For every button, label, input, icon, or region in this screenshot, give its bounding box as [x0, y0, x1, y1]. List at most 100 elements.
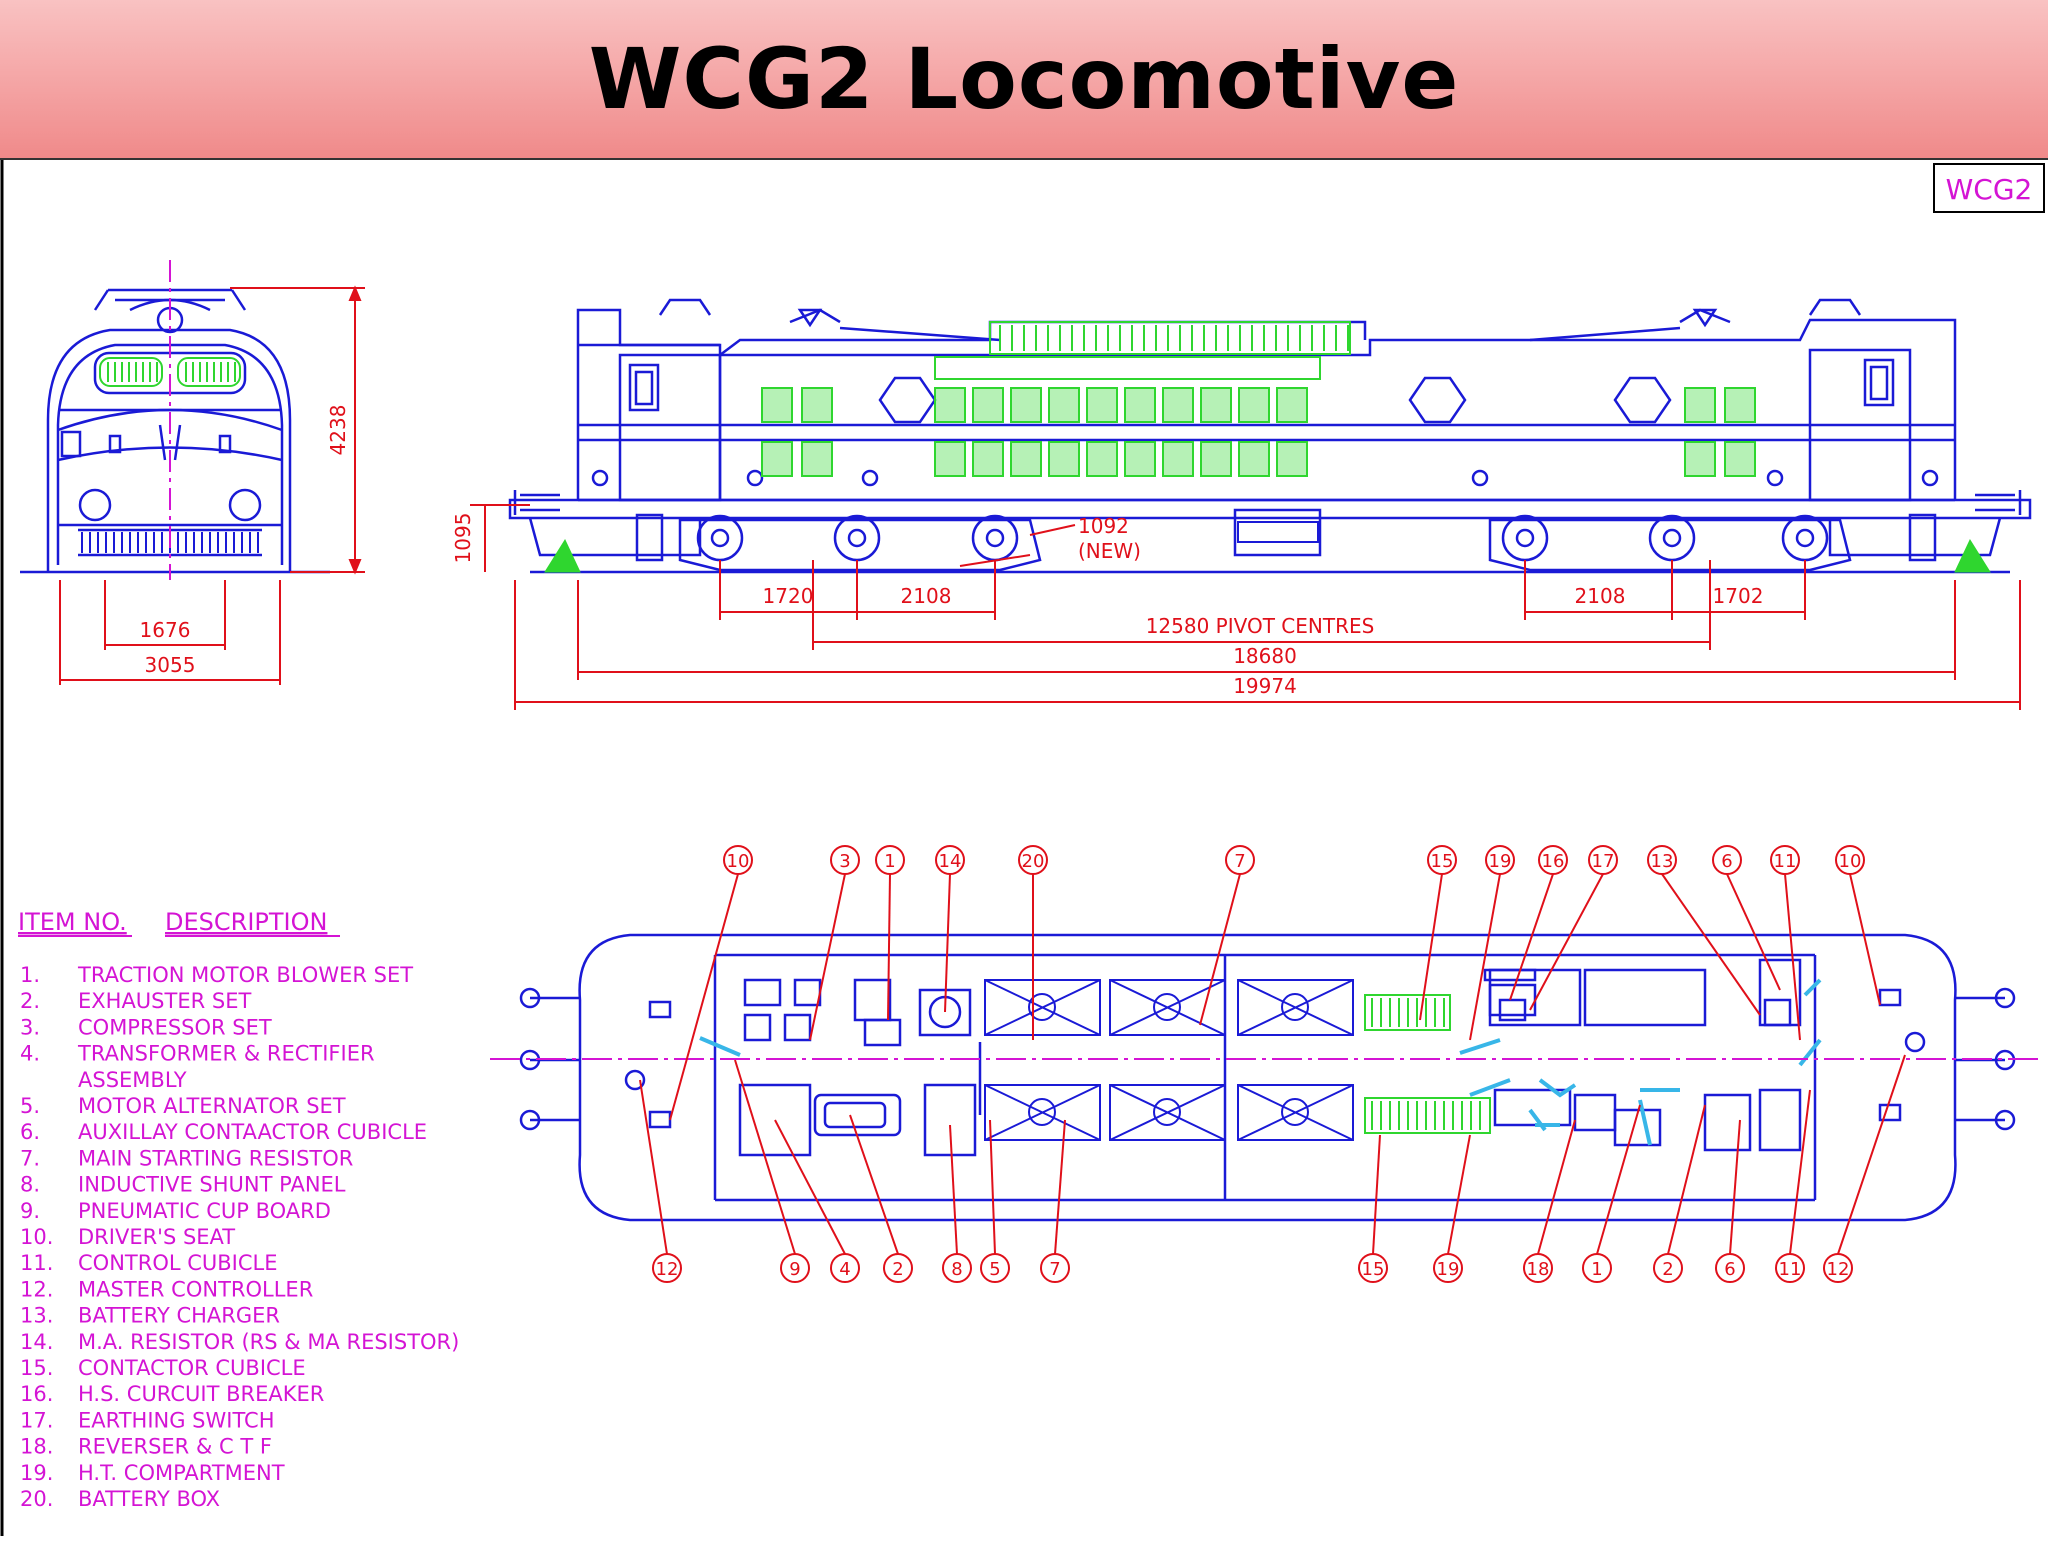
callout-top-17: 17	[1588, 845, 1618, 875]
svg-text:16: 16	[1542, 851, 1565, 872]
legend-item-no: 14.	[20, 1330, 53, 1354]
svg-text:15: 15	[1431, 851, 1454, 872]
legend-item-no: 6.	[20, 1120, 40, 1144]
plan-cyan-marks	[699, 978, 1822, 1146]
callout-top-1: 1	[875, 845, 905, 875]
svg-text:2: 2	[892, 1259, 903, 1280]
legend-row: 12.MASTER CONTROLLER	[20, 1277, 313, 1301]
body-length-dim: 18680	[1233, 644, 1297, 668]
svg-text:19: 19	[1437, 1259, 1460, 1280]
callout-bottom-19: 19	[1433, 1253, 1463, 1283]
legend-item-desc: PNEUMATIC CUP BOARD	[78, 1199, 331, 1223]
legend-item-desc: TRACTION MOTOR BLOWER SET	[77, 963, 413, 987]
svg-text:10: 10	[1839, 851, 1862, 872]
legend-item-desc: REVERSER & C T F	[78, 1435, 272, 1459]
svg-text:7: 7	[1049, 1259, 1060, 1280]
legend-row: 15.CONTACTOR CUBICLE	[20, 1356, 306, 1380]
svg-text:9: 9	[789, 1259, 800, 1280]
legend-item-desc: M.A. RESISTOR (RS & MA RESISTOR)	[78, 1330, 459, 1354]
legend-row: 3.COMPRESSOR SET	[20, 1015, 272, 1039]
callout-top-20: 20	[1018, 845, 1048, 875]
callout-top-16: 16	[1538, 845, 1568, 875]
legend-item-desc: CONTACTOR CUBICLE	[78, 1356, 306, 1380]
svg-text:2: 2	[1662, 1259, 1673, 1280]
legend-row: 7.MAIN STARTING RESISTOR	[20, 1146, 353, 1170]
callout-bottom-4: 4	[830, 1253, 860, 1283]
legend-item-no: 10.	[20, 1225, 53, 1249]
callout-bottom-2: 2	[883, 1253, 913, 1283]
callout-top-10: 10	[1835, 845, 1865, 875]
callout-leaders	[639, 873, 1906, 1255]
callout-bottom-18: 18	[1523, 1253, 1553, 1283]
legend-item-no: 19.	[20, 1461, 53, 1485]
callout-bottom-7: 7	[1040, 1253, 1070, 1283]
axle-spacing-2: 2108	[901, 584, 952, 608]
callout-bottom-15: 15	[1358, 1253, 1388, 1283]
contactor-cubicles	[1364, 994, 1491, 1134]
svg-text:19: 19	[1489, 851, 1512, 872]
legend-item-desc: ASSEMBLY	[78, 1068, 187, 1092]
legend: ITEM NO. DESCRIPTION 1. TRACTION MOTOR BL…	[18, 908, 459, 1511]
drawing-frame: WCG2 4238 1676	[0, 160, 2048, 1536]
legend-row: 20.BATTERY BOX	[20, 1487, 220, 1511]
legend-item-desc: AUXILLAY CONTAACTOR CUBICLE	[78, 1120, 427, 1144]
locomotive-drawing: WCG2 4238 1676	[0, 160, 2045, 1536]
callout-top-10: 10	[723, 845, 753, 875]
axle-spacing-1: 1720	[763, 584, 814, 608]
callout-top-7: 7	[1225, 845, 1255, 875]
legend-item-desc: MAIN STARTING RESISTOR	[78, 1146, 353, 1170]
svg-text:10: 10	[727, 851, 750, 872]
legend-row: 6. AUXILLAY CONTAACTOR CUBICLE	[20, 1120, 427, 1144]
legend-item-desc: MASTER CONTROLLER	[78, 1277, 313, 1301]
side-body-vents	[761, 387, 1756, 477]
svg-text:4: 4	[839, 1259, 850, 1280]
legend-item-no: 16.	[20, 1382, 53, 1406]
legend-header-item: ITEM NO.	[18, 908, 127, 936]
callout-bottom-5: 5	[980, 1253, 1010, 1283]
legend-item-no: 4.	[20, 1042, 40, 1066]
svg-text:12: 12	[1827, 1259, 1850, 1280]
legend-item-desc: H.S. CURCUIT BREAKER	[78, 1382, 324, 1406]
legend-item-no: 2.	[20, 989, 40, 1013]
legend-row: 10.DRIVER'S SEAT	[20, 1225, 235, 1249]
legend-row: 2.EXHAUSTER SET	[20, 989, 251, 1013]
svg-text:6: 6	[1721, 851, 1732, 872]
svg-text:14: 14	[939, 851, 962, 872]
legend-item-no: 9.	[20, 1199, 40, 1223]
svg-text:3: 3	[839, 851, 850, 872]
pivot-centres-dim: 12580 PIVOT CENTRES	[1146, 614, 1375, 638]
legend-row: 5.MOTOR ALTERNATOR SET	[20, 1094, 346, 1118]
legend-item-desc: CONTROL CUBICLE	[78, 1251, 278, 1275]
svg-text:1: 1	[884, 851, 895, 872]
legend-item-no: 1.	[20, 963, 40, 987]
legend-item-desc: MOTOR ALTERNATOR SET	[78, 1094, 346, 1118]
svg-text:6: 6	[1724, 1259, 1735, 1280]
axle-spacing-4: 1702	[1713, 584, 1764, 608]
svg-text:11: 11	[1779, 1259, 1802, 1280]
side-view	[508, 298, 2032, 574]
axle-spacing-3: 2108	[1575, 584, 1626, 608]
callout-bottom-12: 12	[652, 1253, 682, 1283]
front-view-dims	[59, 260, 365, 685]
battery-box-side	[1237, 521, 1319, 543]
legend-item-desc: H.T. COMPARTMENT	[78, 1461, 285, 1485]
svg-text:1: 1	[1591, 1259, 1602, 1280]
wheel-dia-dim: 1092	[1078, 514, 1129, 538]
callout-top-6: 6	[1712, 845, 1742, 875]
svg-text:13: 13	[1651, 851, 1674, 872]
wheel-dia-note: (NEW)	[1078, 539, 1141, 563]
buffer-height-dim: 1095	[451, 513, 475, 564]
legend-row: 1. TRACTION MOTOR BLOWER SET	[20, 963, 413, 987]
callout-top-14: 14	[935, 845, 965, 875]
svg-text:5: 5	[989, 1259, 1000, 1280]
title-bar: WCG2 Locomotive	[0, 0, 2048, 160]
callout-bottom-8: 8	[942, 1253, 972, 1283]
legend-header-desc: DESCRIPTION	[165, 908, 327, 936]
legend-row: 8.INDUCTIVE SHUNT PANEL	[20, 1173, 346, 1197]
front-height-dim: 4238	[326, 405, 350, 456]
svg-text:15: 15	[1362, 1259, 1385, 1280]
callout-top-15: 15	[1427, 845, 1457, 875]
side-roof-vents	[934, 321, 1351, 380]
